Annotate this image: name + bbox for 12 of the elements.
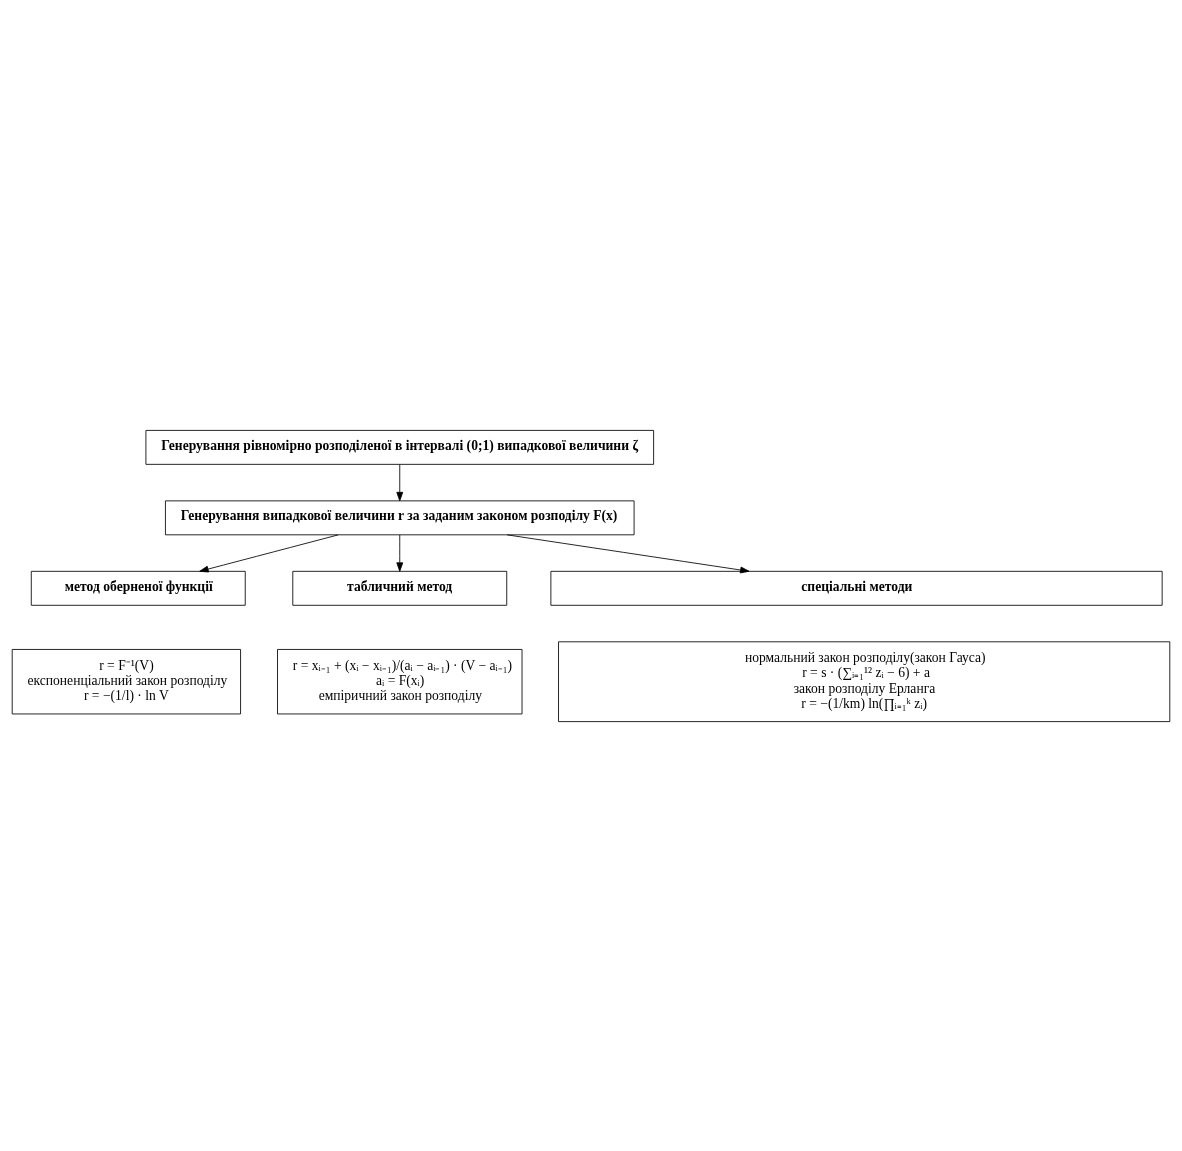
node-box: спеціальні методи xyxy=(550,570,1163,606)
node-box: метод оберненої функції xyxy=(30,570,246,606)
node-box: Генерування рівномірно розподіленої в інтервалі (0;1) випадкової величини ζ xyxy=(145,429,655,465)
arrow xyxy=(199,533,339,572)
node-box: табличний метод xyxy=(292,570,508,606)
node-box: r = xᵢ₋₁ + (xᵢ − xᵢ₋₁)/(aᵢ − aᵢ₋₁) · (V − aᵢ₋₁) aᵢ = F(xᵢ) емпіричний закон розподілу xyxy=(277,648,523,714)
node-box: r = F⁻¹(V) експоненціальний закон розподілу r = −(1/l) · ln V xyxy=(11,648,241,714)
arrow xyxy=(506,533,750,573)
arrow xyxy=(396,534,404,572)
node-box: нормальний закон розподілу(закон Гауса) r = s · (∑ᵢ₌₁¹² zᵢ − 6) + a закон розподілу Ерланга r = −(1/km) ln(∏ᵢ₌₁ᵏ zᵢ) xyxy=(558,640,1171,722)
arrow xyxy=(396,463,404,501)
node-box: Генерування випадкової величини r за заданим законом розподілу F(x) xyxy=(165,499,635,535)
